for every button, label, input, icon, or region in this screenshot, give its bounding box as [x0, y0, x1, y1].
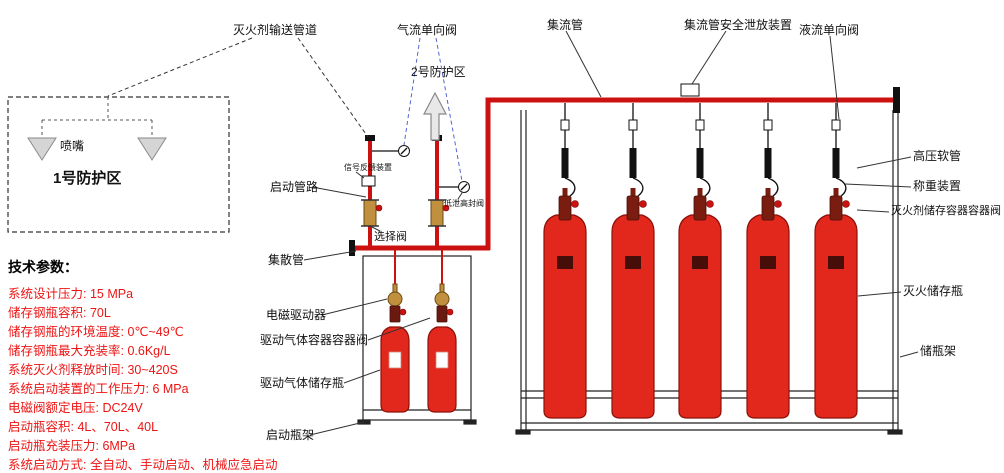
- label-manifold: 集流管: [547, 18, 584, 32]
- riser1-cap: [365, 135, 375, 141]
- agent-cylinder-3: [678, 187, 722, 419]
- label-zone1: 1号防护区: [53, 170, 122, 187]
- agent-cylinder-2: [611, 187, 655, 419]
- tech-params-heading: 技术参数：: [8, 259, 78, 275]
- gas-check-valve-symbol: [372, 145, 410, 157]
- leader-manifold: [565, 30, 602, 98]
- selector-valve-1: [360, 199, 383, 227]
- label-selector-valve: 选择阀: [374, 231, 407, 243]
- drive-gas-bottle-1: [380, 249, 410, 413]
- label-zone2: 2号防护区: [411, 65, 466, 79]
- leader-bottle-rack: [899, 351, 919, 358]
- label-delivery-pipe: 灭火剂输送管道: [233, 23, 318, 37]
- leader-liquid-check: [829, 35, 840, 120]
- label-nozzle: 喷嘴: [60, 139, 85, 153]
- tech-param-line: 储存钢瓶最大充装率: 0.6Kg/L: [8, 344, 171, 358]
- leader-solenoid: [321, 298, 388, 316]
- label-signal-feedback: 信号反馈装置: [344, 163, 392, 172]
- leader-collector: [303, 250, 357, 261]
- label-gas-check-valve: 气流单向阀: [397, 23, 458, 37]
- tech-param-line: 系统设计压力: 15 MPa: [8, 287, 134, 301]
- tech-param-line: 储存钢瓶容积: 70L: [8, 306, 111, 320]
- leader-low-leak: [457, 192, 463, 200]
- leader-delivery-pipe-right: [297, 37, 369, 138]
- manifold-drop-4: [763, 102, 779, 197]
- label-bottle-rack: 储瓶架: [920, 344, 957, 358]
- leader-drive-bottle: [343, 369, 381, 384]
- label-low-leak-valve: 低泄高封阀: [444, 199, 484, 208]
- manifold-drop-3: [695, 102, 711, 197]
- zone2-arrow-icon: [423, 91, 447, 141]
- agent-cylinder-5: [814, 187, 858, 419]
- drive-gas-bottle-2: [427, 249, 457, 413]
- nozzle-icon: [137, 137, 167, 161]
- low-leak-high-seal-valve-symbol: [439, 181, 470, 193]
- tech-param-line: 系统启动装置的工作压力: 6 MPa: [8, 382, 189, 396]
- leader-start-rack: [309, 421, 365, 436]
- leader-hose: [856, 156, 912, 169]
- tech-param-line: 系统启动方式: 全自动、手动启动、机械应急启动: [8, 458, 278, 472]
- label-start-bottle-rack: 启动瓶架: [266, 428, 315, 442]
- label-drive-gas-bottle: 驱动气体储存瓶: [260, 376, 345, 390]
- signal-feedback-device: [355, 171, 376, 187]
- leader-start-pipeline: [311, 186, 367, 198]
- tech-param-line: 系统灭火剂释放时间: 30~420S: [8, 363, 178, 377]
- tech-param-line: 储存钢瓶的环境温度: 0℃~49℃: [8, 325, 184, 339]
- leader-gas-check-1: [403, 37, 421, 146]
- leader-weighing: [844, 183, 912, 188]
- leader-agent-valve: [856, 209, 890, 213]
- tech-param-line: 电磁阀额定电压: DC24V: [8, 401, 143, 415]
- label-manifold-relief: 集流管安全泄放装置: [684, 18, 793, 32]
- manifold-pipe: [485, 97, 895, 250]
- leader-delivery-pipe-left: [107, 37, 253, 97]
- label-high-pressure-hose: 高压软管: [913, 149, 962, 163]
- label-weighing-device: 称重装置: [913, 179, 962, 193]
- collector-end-cap: [349, 240, 355, 256]
- nozzle-icon: [27, 137, 57, 161]
- label-drive-container-valve: 驱动气体容器容器阀: [260, 333, 369, 347]
- label-liquid-check-valve: 液流单向阀: [799, 23, 860, 37]
- start-bottle-rack-frame: [357, 255, 477, 425]
- manifold-drop-1: [560, 102, 576, 197]
- leader-agent-bottle: [857, 291, 902, 297]
- leader-selector-valve: [371, 226, 381, 232]
- manifold-relief-device: [680, 83, 700, 97]
- leader-lines: [107, 30, 919, 436]
- tech-param-line: 启动瓶容积: 4L、70L、40L: [8, 420, 159, 434]
- tech-param-line: 启动瓶充装压力: 6MPa: [8, 439, 136, 453]
- piping-network: [349, 87, 900, 256]
- label-collector-pipe: 集散管: [268, 253, 305, 267]
- leader-gas-check-2: [435, 37, 463, 182]
- agent-cylinder-1: [543, 187, 587, 419]
- protection-zone1-box: [7, 96, 230, 233]
- label-agent-storage-bottle: 灭火储存瓶: [903, 284, 964, 298]
- agent-cylinder-4: [746, 187, 790, 419]
- label-solenoid-driver: 电磁驱动器: [266, 308, 327, 322]
- leader-drive-valve: [367, 317, 431, 341]
- manifold-end-cap: [893, 87, 900, 113]
- leader-relief: [691, 30, 727, 85]
- label-agent-container-valve: 灭火剂储存容器容器阀: [891, 205, 1001, 217]
- label-start-pipeline: 启动管路: [270, 180, 319, 194]
- manifold-drop-2: [628, 102, 644, 197]
